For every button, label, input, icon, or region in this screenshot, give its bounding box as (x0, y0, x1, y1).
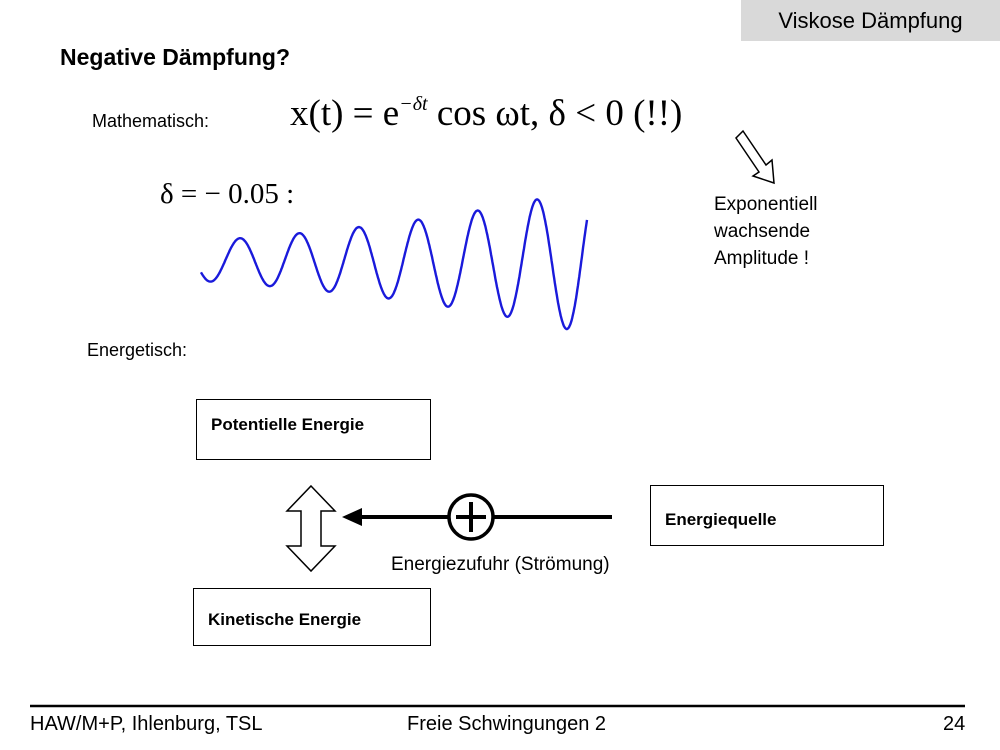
energy-label: Energetisch: (87, 340, 188, 360)
diagonal-arrow-icon (735, 129, 775, 185)
energy-source-label: Energiequelle (665, 510, 777, 529)
formula: x(t) = e−δt cos ωt, δ < 0 (!!) (290, 92, 682, 135)
formula-lhs: x(t) = e (290, 93, 400, 134)
potential-energy-label: Potentielle Energie (211, 415, 365, 434)
formula-exponent: −δt (399, 93, 428, 115)
kinetic-energy-box: Kinetische Energie (193, 588, 431, 646)
footer-center: Freie Schwingungen 2 (407, 713, 607, 735)
page-number: 24 (943, 713, 966, 735)
delta-value: δ = − 0.05 : (160, 178, 295, 210)
section-tag: Viskose Dämpfung (741, 0, 1000, 41)
flow-arrowhead-icon (342, 508, 362, 526)
flow-label: Energiezufuhr (Strömung) (391, 554, 610, 575)
formula-rhs: cos ωt, δ < 0 (!!) (427, 93, 683, 134)
amplitude-note: Exponentiell wachsende Amplitude ! (714, 191, 818, 272)
wave-curve (199, 198, 589, 331)
amplitude-note-line: Amplitude ! (714, 248, 810, 269)
math-label: Mathematisch: (92, 111, 210, 131)
amplitude-note-line: Exponentiell (714, 194, 818, 215)
double-arrow-icon (285, 484, 337, 573)
slide-title: Negative Dämpfung? (60, 44, 291, 70)
energy-source-box: Energiequelle (650, 485, 884, 546)
footer-left: HAW/M+P, Ihlenburg, TSL (30, 713, 263, 735)
amplitude-note-line: wachsende (714, 221, 811, 242)
kinetic-energy-label: Kinetische Energie (208, 610, 362, 629)
potential-energy-box: Potentielle Energie (196, 399, 431, 460)
